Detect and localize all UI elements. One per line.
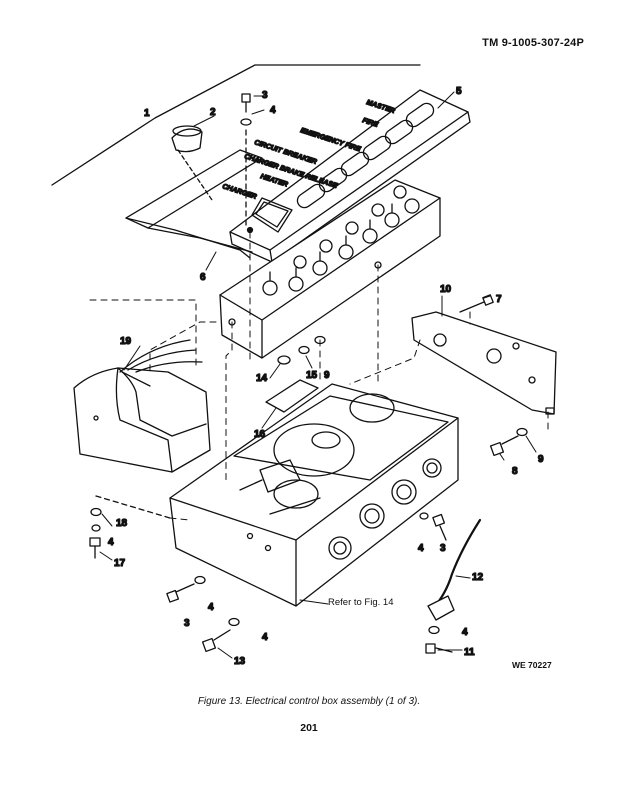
callout-12: 12 [472, 572, 484, 583]
washer-15 [298, 345, 310, 355]
callout-3-bottom: 3 [184, 618, 190, 629]
toggle-switches [262, 185, 420, 296]
screw-7 [459, 294, 494, 313]
page-number: 201 [300, 722, 318, 734]
callout-4-right: 4 [418, 543, 424, 554]
right-fasteners [419, 512, 447, 541]
ground-strap [425, 518, 482, 654]
drawing-code: WE 70227 [512, 660, 552, 670]
callout-leader-1 [51, 64, 421, 186]
callout-5: 5 [456, 86, 462, 97]
callout-leaders [99, 91, 537, 659]
callout-17: 17 [114, 558, 126, 569]
callout-6: 6 [200, 272, 206, 283]
callout-10: 10 [440, 284, 452, 295]
panel-label-charger: CHARGER [221, 183, 257, 201]
callout-2: 2 [210, 107, 216, 118]
figure-caption: Figure 13. Electrical control box assemb… [197, 696, 421, 707]
callout-14: 14 [256, 373, 268, 384]
callout-1: 1 [144, 108, 150, 119]
gasket [265, 379, 319, 413]
callout-4-bottom: 4 [208, 602, 214, 613]
callout-9-left: 9 [324, 370, 330, 381]
callout-13: 13 [234, 656, 246, 667]
callout-11: 11 [464, 647, 475, 658]
callout-3-right: 3 [440, 543, 446, 554]
screw-3-top [240, 93, 252, 226]
callout-16: 16 [254, 429, 266, 440]
callout-19: 19 [120, 336, 132, 347]
callout-7: 7 [496, 294, 502, 305]
callout-numbers: 1 2 3 4 5 6 7 8 9 9 10 11 12 13 14 15 16… [107, 85, 544, 667]
knob [171, 125, 213, 201]
callout-18: 18 [116, 518, 128, 529]
assembly-lines [89, 231, 549, 521]
technical-manual-number: TM 9-1005-307-24P [482, 37, 584, 49]
control-box-housing [169, 383, 459, 607]
callout-4-left: 4 [108, 537, 114, 548]
callout-3-top: 3 [262, 90, 268, 101]
screw-8 [489, 435, 519, 457]
washer-9-right [516, 427, 528, 437]
nut-14 [277, 355, 291, 365]
panel-boot-cover [125, 149, 263, 259]
callout-4-bottom-right: 4 [262, 632, 268, 643]
wiring-harness-cover [73, 339, 211, 473]
top-panel-plate [229, 89, 471, 263]
left-fasteners [89, 495, 171, 559]
figure-reference-note: Refer to Fig. 14 [328, 597, 394, 608]
panel-label-master: MASTER [365, 99, 395, 115]
box-connectors [246, 458, 442, 560]
side-plate [411, 311, 557, 415]
panel-label-heater: HEATER [259, 173, 288, 188]
bottom-fasteners [166, 575, 240, 653]
callout-15: 15 [306, 370, 318, 381]
callout-4-top: 4 [270, 105, 276, 116]
callout-8: 8 [512, 466, 518, 477]
callout-4-strap: 4 [462, 627, 468, 638]
callout-9-right: 9 [538, 454, 544, 465]
